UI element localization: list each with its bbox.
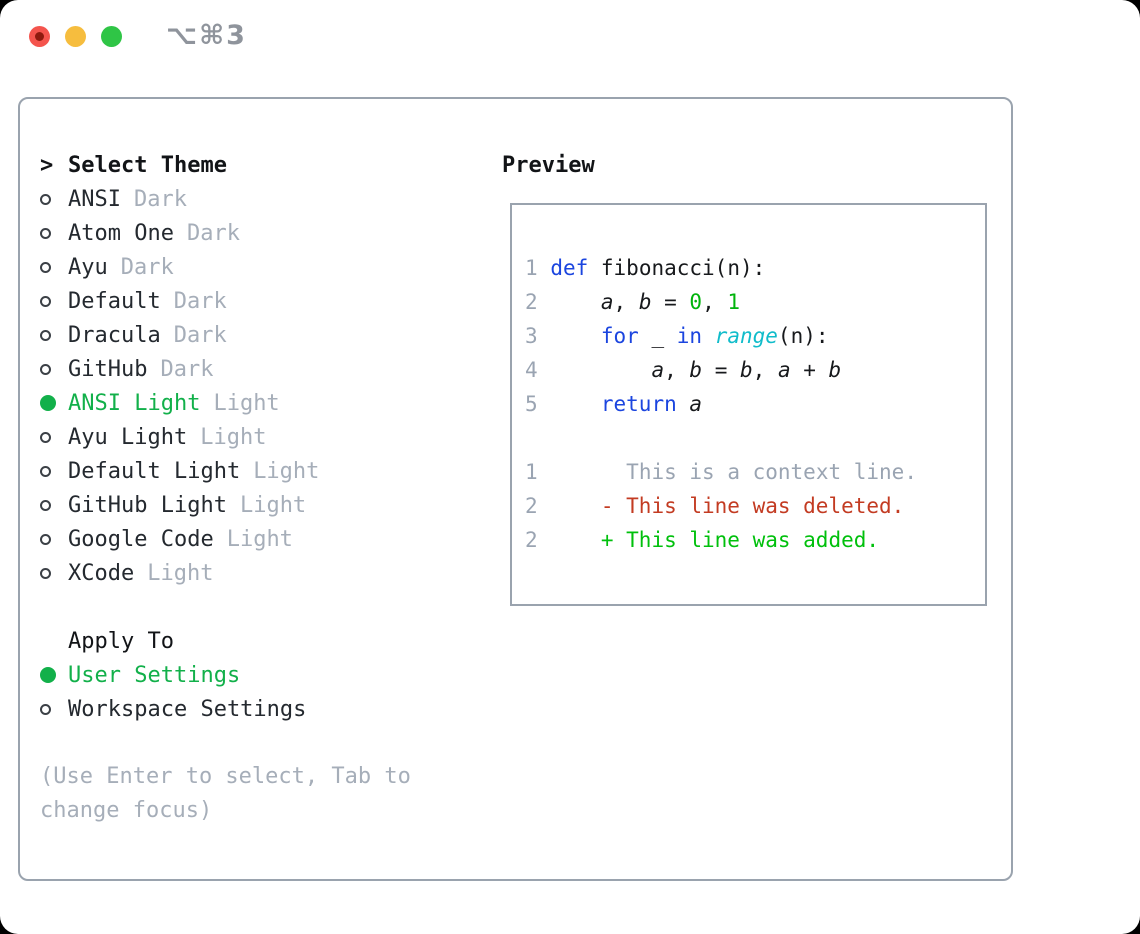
radio-bullet	[40, 261, 68, 273]
radio-icon	[40, 295, 51, 307]
theme-variant: Dark	[133, 186, 187, 212]
theme-variant: Dark	[186, 220, 240, 246]
radio-bullet	[40, 667, 68, 683]
help-line-2: change focus)	[40, 798, 213, 823]
zoom-icon[interactable]	[101, 26, 122, 47]
theme-list-item[interactable]: GitHub Light Light	[40, 488, 411, 522]
theme-name: Dracula	[68, 322, 161, 348]
theme-variant: Light	[226, 526, 293, 552]
theme-name: Ayu Light	[68, 424, 188, 450]
theme-variant: Dark	[173, 288, 227, 314]
help-line-1: (Use Enter to select, Tab to	[40, 764, 411, 789]
preview-line: 5 return a	[525, 392, 703, 416]
theme-variant: Light	[200, 424, 267, 450]
radio-icon	[40, 533, 51, 545]
theme-list-item[interactable]: Ayu Dark	[40, 250, 411, 284]
minimize-icon[interactable]	[65, 26, 86, 47]
radio-bullet	[40, 703, 68, 715]
theme-variant: Dark	[173, 322, 227, 348]
theme-list-item[interactable]: GitHub Dark	[40, 352, 411, 386]
help-text: (Use Enter to select, Tab to change focu…	[40, 760, 411, 828]
radio-icon	[40, 227, 51, 239]
radio-icon	[40, 431, 51, 443]
preview-line: 4 a, b = b, a + b	[525, 358, 842, 382]
radio-bullet	[40, 431, 68, 443]
code-block: 1 def fibonacci(n): 2 a, b = 0, 1 3 for _ …	[525, 251, 985, 421]
diff-block: 1 This is a context line. 2 - This line w…	[525, 455, 985, 557]
theme-name: Google Code	[68, 526, 214, 552]
radio-bullet	[40, 567, 68, 579]
apply-to-section: Apply To User Settings Workspace Setting…	[40, 624, 411, 726]
preview-line: 3 for _ in range(n):	[525, 324, 829, 348]
theme-list-item[interactable]: ANSI Dark	[40, 182, 411, 216]
theme-list-item[interactable]: Default Light Light	[40, 454, 411, 488]
apply-to-list: User Settings Workspace Settings	[40, 658, 411, 726]
theme-name: GitHub	[68, 356, 148, 382]
theme-variant: Light	[147, 560, 214, 586]
select-theme-title: Select Theme	[68, 152, 227, 178]
theme-selector: > Select Theme ANSI Dark Atom One Dark A…	[40, 148, 411, 828]
radio-bullet	[40, 193, 68, 205]
radio-bullet	[40, 295, 68, 307]
radio-bullet	[40, 363, 68, 375]
theme-name: Default Light	[68, 458, 241, 484]
preview-box: 1 def fibonacci(n): 2 a, b = 0, 1 3 for _ …	[510, 203, 987, 606]
radio-bullet	[40, 395, 68, 411]
close-icon[interactable]	[29, 26, 50, 47]
theme-list-item[interactable]: Google Code Light	[40, 522, 411, 556]
radio-icon	[40, 363, 51, 375]
theme-list-item[interactable]: Atom One Dark	[40, 216, 411, 250]
theme-name: XCode	[68, 560, 135, 586]
theme-variant: Light	[213, 390, 280, 416]
apply-to-title: Apply To	[68, 628, 174, 654]
theme-variant: Light	[253, 458, 320, 484]
window-shortcut-label: ⌥⌘3	[166, 20, 247, 51]
radio-icon	[40, 193, 51, 205]
radio-icon	[40, 329, 51, 341]
radio-icon	[40, 667, 56, 683]
theme-list-item[interactable]: ANSI Light Light	[40, 386, 411, 420]
preview-title: Preview	[502, 152, 595, 178]
theme-name: ANSI Light	[68, 390, 201, 416]
radio-bullet	[40, 499, 68, 511]
theme-name: ANSI	[68, 186, 121, 212]
theme-variant: Light	[239, 492, 307, 518]
radio-icon	[40, 261, 51, 273]
theme-list: ANSI Dark Atom One Dark Ayu Dark Default…	[40, 182, 411, 590]
preview-line: 2 + This line was added.	[525, 528, 880, 552]
theme-list-item[interactable]: Default Dark	[40, 284, 411, 318]
preview-line: 2 - This line was deleted.	[525, 494, 905, 518]
radio-icon	[40, 703, 51, 715]
select-theme-header: > Select Theme	[40, 148, 411, 182]
window-controls	[29, 26, 122, 47]
preview-line: 1 def fibonacci(n):	[525, 256, 766, 280]
radio-icon	[40, 395, 56, 411]
radio-bullet	[40, 227, 68, 239]
preview-line: 2 a, b = 0, 1	[525, 290, 741, 314]
preview-line: 1 This is a context line.	[525, 460, 917, 484]
apply-option-label: User Settings	[68, 662, 241, 688]
theme-list-item[interactable]: Ayu Light Light	[40, 420, 411, 454]
theme-variant: Dark	[160, 356, 214, 382]
theme-list-item[interactable]: XCode Light	[40, 556, 411, 590]
theme-name: Default	[68, 288, 161, 314]
radio-bullet	[40, 465, 68, 477]
radio-icon	[40, 567, 51, 579]
theme-name: Ayu	[68, 254, 108, 280]
theme-list-item[interactable]: Dracula Dark	[40, 318, 411, 352]
theme-variant: Dark	[120, 254, 174, 280]
theme-name: Atom One	[68, 220, 174, 246]
radio-bullet	[40, 329, 68, 341]
radio-icon	[40, 499, 51, 511]
theme-picker-panel: > Select Theme ANSI Dark Atom One Dark A…	[18, 97, 1013, 881]
radio-bullet	[40, 533, 68, 545]
apply-option[interactable]: Workspace Settings	[40, 692, 411, 726]
prompt-icon: >	[40, 152, 54, 178]
theme-name: GitHub Light	[68, 492, 227, 518]
radio-icon	[40, 465, 51, 477]
apply-option-label: Workspace Settings	[68, 696, 307, 722]
apply-option[interactable]: User Settings	[40, 658, 411, 692]
